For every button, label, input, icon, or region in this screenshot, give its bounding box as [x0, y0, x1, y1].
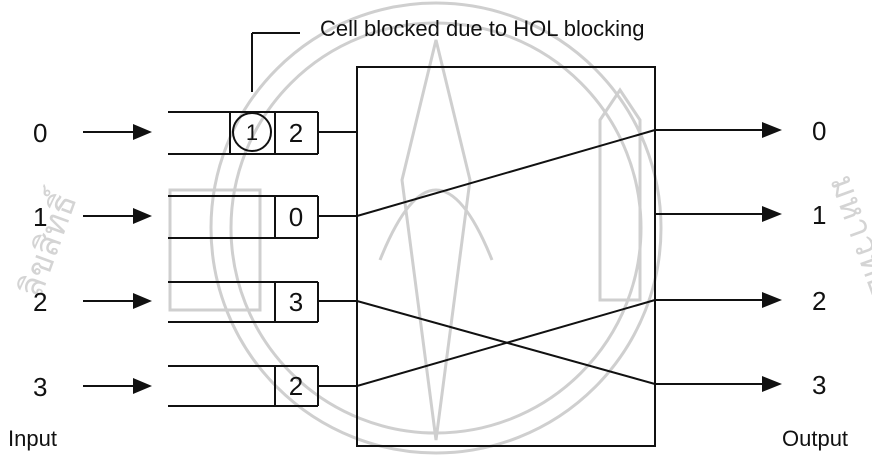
queue-1: 0: [168, 195, 319, 239]
blocked-cell-label: 1: [246, 120, 258, 145]
input-port-0: 0 1 2: [33, 111, 357, 155]
input-label-1: 1: [33, 202, 47, 232]
arrowhead-icon: [133, 208, 152, 224]
crossbar-connections: [356, 129, 656, 387]
input-label-3: 3: [33, 372, 47, 402]
arrowhead-icon: [133, 293, 152, 309]
output-port-2: 2: [655, 286, 826, 316]
arrowhead-icon: [762, 376, 782, 392]
annotation: Cell blocked due to HOL blocking: [251, 16, 644, 92]
input-label-0: 0: [33, 118, 47, 148]
arrowhead-icon: [762, 122, 782, 138]
connection-1-to-0: [356, 129, 656, 217]
input-port-1: 1 0: [33, 195, 357, 239]
output-caption: Output: [782, 426, 848, 451]
output-port-1: 1: [655, 200, 826, 230]
head-cell-label-3: 2: [289, 371, 303, 401]
queue-3: 2: [168, 365, 319, 407]
head-cell-label-2: 3: [289, 287, 303, 317]
arrowhead-icon: [133, 124, 152, 140]
output-port-3: 3: [655, 370, 826, 400]
arrowhead-icon: [762, 206, 782, 222]
output-label-0: 0: [812, 116, 826, 146]
switch-fabric-box: [356, 66, 656, 447]
arrowhead-icon: [762, 292, 782, 308]
output-port-0: 0: [655, 116, 826, 146]
connection-3-to-2: [356, 299, 656, 387]
watermark-right-text: มหาวิทยาลัย: [822, 169, 872, 357]
output-label-1: 1: [812, 200, 826, 230]
blocked-cell-circle: [232, 112, 272, 152]
input-port-3: 3 2: [33, 365, 357, 407]
output-label-2: 2: [812, 286, 826, 316]
queue-2: 3: [168, 281, 319, 323]
arrowhead-icon: [133, 378, 152, 394]
head-cell-label-1: 0: [289, 202, 303, 232]
queue-0: 1 2: [168, 111, 319, 155]
input-caption: Input: [8, 426, 57, 451]
input-port-2: 2 3: [33, 281, 357, 323]
annotation-text: Cell blocked due to HOL blocking: [320, 16, 644, 41]
head-cell-label-0: 2: [289, 118, 303, 148]
output-label-3: 3: [812, 370, 826, 400]
input-label-2: 2: [33, 287, 47, 317]
